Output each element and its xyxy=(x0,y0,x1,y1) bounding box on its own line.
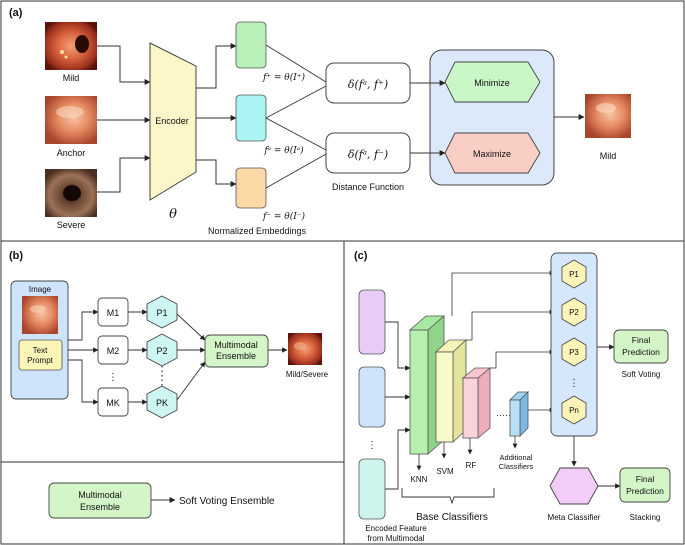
model-m1-label: M1 xyxy=(107,308,120,318)
input-image-b xyxy=(22,296,58,334)
classifier-dots: ····· xyxy=(496,410,511,420)
feature-ellipsis: ⋮ xyxy=(367,440,377,451)
panel-a-label: (a) xyxy=(9,7,23,19)
additional-label-line2: Classifiers xyxy=(499,462,534,471)
mild-input-image xyxy=(45,22,97,70)
output-label-b: Mild/Severe xyxy=(286,370,329,379)
prediction-pk-node xyxy=(146,385,178,419)
anchor-embedding-equation: fᵃ = θ(Iᵃ) xyxy=(263,145,304,156)
feature-to-classifier-arrows xyxy=(385,321,411,490)
svm-classifier-block xyxy=(434,339,468,443)
prediction-c-p1-label: P1 xyxy=(569,270,579,279)
text-prompt-box xyxy=(18,339,63,371)
severe-input-image xyxy=(45,169,97,217)
input-to-encoder-arrows xyxy=(97,45,151,193)
minimize-label: Minimize xyxy=(474,78,510,88)
feature-vector-1 xyxy=(358,289,386,355)
prediction-c-p3-label: P3 xyxy=(569,348,579,357)
feature-caption-line1: Encoded Feature xyxy=(365,524,427,533)
prediction-pk-label: PK xyxy=(156,398,168,408)
prediction-p2-label: P2 xyxy=(156,346,167,356)
feature-caption-line2: from Multimodal xyxy=(368,534,425,543)
legend-ensemble-box xyxy=(48,482,152,519)
final-prediction-stack-box xyxy=(619,467,671,503)
theta-symbol: θ xyxy=(169,207,177,222)
classifier-down-arrows xyxy=(416,436,518,471)
severe-input-label: Severe xyxy=(57,220,86,230)
distance-caption: Distance Function xyxy=(332,182,404,192)
negative-embedding-equation: f⁻ = θ(I⁻) xyxy=(262,211,306,222)
panel-b-label: (b) xyxy=(9,250,23,262)
embedding-to-distance-lines xyxy=(265,44,327,189)
soft-voting-caption: Soft Voting xyxy=(622,370,661,379)
additional-label-line1: Additional xyxy=(500,453,533,462)
base-classifiers-caption: Base Classifiers xyxy=(416,512,488,523)
mild-input-label: Mild xyxy=(63,73,80,83)
svm-label: SVM xyxy=(436,467,454,476)
encoder-to-embedding-arrows xyxy=(196,43,237,187)
base-classifiers-brace xyxy=(401,488,495,505)
input-to-model-arrows xyxy=(68,309,99,405)
image-title: Image xyxy=(29,285,52,294)
feature-vector-n xyxy=(358,458,386,520)
embeddings-caption: Normalized Embeddings xyxy=(208,226,307,236)
stacking-caption: Stacking xyxy=(630,513,661,522)
final-stack-line1: Final xyxy=(636,474,655,484)
final-prediction-soft-box xyxy=(613,329,669,364)
model-mk-label: MK xyxy=(106,398,120,408)
final-soft-line2: Prediction xyxy=(622,347,660,357)
mild-output-image xyxy=(585,94,631,138)
panel-c-frame xyxy=(343,240,685,545)
prediction-c-p1-node xyxy=(561,259,587,289)
output-image-b xyxy=(288,333,322,365)
prediction-c-pn-label: Pn xyxy=(569,406,579,415)
positive-embedding-equation: f⁺ = θ(I⁺) xyxy=(262,72,306,83)
anchor-embedding xyxy=(235,94,267,142)
prediction-p1-node xyxy=(146,295,178,329)
classifier-to-prediction-arrows xyxy=(451,270,555,413)
ensemble-line2: Ensemble xyxy=(216,351,256,361)
prediction-c-pn-node xyxy=(561,395,587,425)
text-prompt-line1: Text xyxy=(33,346,48,355)
model-ellipsis: ⋮ xyxy=(108,372,118,383)
rf-classifier-block xyxy=(461,367,492,439)
meta-classifier-node xyxy=(549,467,599,505)
mild-output-label: Mild xyxy=(600,151,617,161)
meta-classifier-label: Meta Classifier xyxy=(548,513,601,522)
rf-label: RF xyxy=(466,461,477,470)
anchor-input-image xyxy=(45,96,97,144)
final-stack-line2: Prediction xyxy=(626,486,664,496)
encoder-block xyxy=(149,42,197,201)
legend-ensemble-line1: Multimodal xyxy=(78,490,122,500)
legend-soft-voting-text: Soft Voting Ensemble xyxy=(179,496,275,507)
prediction-to-ensemble-arrows xyxy=(176,313,288,401)
ensemble-line1: Multimodal xyxy=(214,340,258,350)
distance-negative-formula: δ(fᵃ, f⁻) xyxy=(348,148,388,161)
maximize-label: Maximize xyxy=(473,149,511,159)
prediction-c-p2-label: P2 xyxy=(569,308,579,317)
final-soft-line1: Final xyxy=(632,335,651,345)
distance-positive-formula: δ(fᵃ, f⁺) xyxy=(348,78,388,91)
prediction-c-ellipsis: ⋮ xyxy=(569,378,579,389)
text-prompt-line2: Prompt xyxy=(27,356,54,365)
multimodal-ensemble-box xyxy=(204,334,269,368)
prediction-c-p2-node xyxy=(561,297,587,327)
prediction-p1-label: P1 xyxy=(156,308,167,318)
distance-to-objective-arrows xyxy=(410,80,585,156)
positive-embedding xyxy=(235,21,267,69)
encoder-label: Encoder xyxy=(155,116,189,126)
negative-embedding xyxy=(235,167,267,209)
legend-ensemble-line2: Ensemble xyxy=(80,502,120,512)
model-m2-label: M2 xyxy=(107,346,120,356)
anchor-input-label: Anchor xyxy=(57,148,86,158)
prediction-c-p3-node xyxy=(561,337,587,367)
model-to-prediction-arrows xyxy=(128,309,148,405)
panel-a-frame xyxy=(0,0,685,242)
additional-classifier-block xyxy=(509,391,529,437)
panel-c-label: (c) xyxy=(354,250,368,262)
feature-vector-2 xyxy=(358,366,386,428)
knn-label: KNN xyxy=(411,475,428,484)
